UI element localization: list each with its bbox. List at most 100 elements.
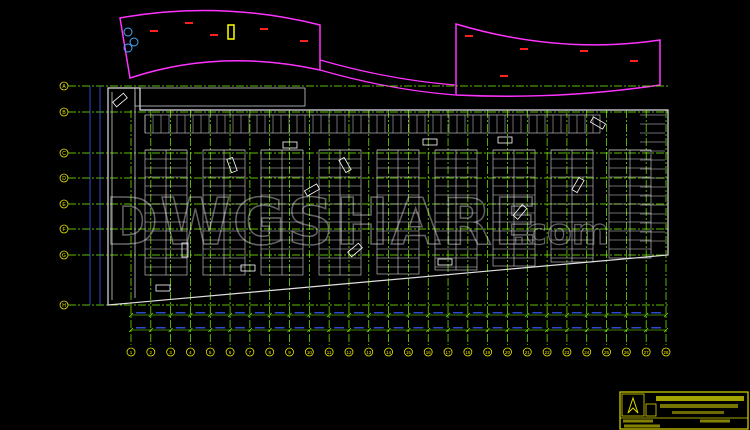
dimension-tick (168, 312, 173, 318)
dimension-text (334, 327, 344, 329)
dimension-tick (307, 327, 312, 333)
row-axis-label: D (62, 176, 66, 182)
column-axis-label: 15 (406, 350, 412, 355)
car-symbol (422, 138, 438, 146)
right-building-outline (455, 22, 661, 97)
dimension-tick (544, 312, 550, 318)
dimension-text (334, 312, 344, 314)
red-element (300, 40, 308, 42)
car-symbol (282, 141, 298, 149)
column-axis-bubble (463, 347, 473, 357)
column-axis-bubble (404, 347, 413, 357)
structural-grid (68, 85, 668, 345)
row-axis-label: B (62, 110, 66, 116)
car-symbol (437, 258, 453, 266)
column-axis-bubble (503, 347, 512, 357)
dimension-tick (247, 312, 253, 318)
row-axis-bubble (59, 300, 69, 310)
dimension-text (155, 327, 166, 329)
north-arrow-icon (627, 396, 639, 414)
row-axis-bubble (59, 173, 69, 183)
column-axis-label: 25 (604, 350, 610, 355)
column-axis-bubble (245, 347, 255, 357)
dimension-text (512, 312, 523, 314)
watermark: DWGSHARE .com (104, 185, 610, 261)
row-axis-label: H (62, 303, 66, 309)
dimension-text (155, 312, 166, 314)
dimension-tick (624, 327, 629, 333)
column-axis-label: 2 (150, 350, 153, 355)
red-element (260, 28, 268, 30)
column-axis-bubble (562, 347, 572, 357)
dimension-text (651, 312, 661, 314)
red-element (630, 60, 638, 62)
dimension-tick (346, 312, 352, 318)
column-axis-label: 17 (446, 350, 452, 355)
car-symbol (338, 156, 352, 174)
column-axis-label: 20 (505, 350, 511, 355)
red-element (500, 75, 508, 77)
equipment-symbol (227, 24, 235, 40)
column-axis-label: 26 (624, 350, 630, 355)
tank-symbol (123, 27, 133, 37)
dimension-text (215, 312, 226, 314)
column-axis-label: 23 (564, 350, 570, 355)
upper-buildings (119, 9, 661, 97)
dimension-tick (445, 312, 451, 318)
column-axis-bubble (443, 347, 453, 357)
column-axis-label: 21 (525, 350, 531, 355)
dimension-tick (227, 312, 233, 318)
dimension-text (294, 327, 305, 329)
dimension-tick (208, 327, 213, 333)
column-axis-bubble (621, 347, 631, 357)
column-axis-bubble (423, 347, 433, 357)
dimension-text (314, 327, 325, 329)
column-axis-label: 16 (426, 350, 432, 355)
dimension-tick (366, 327, 371, 333)
row-axis-bubble (59, 107, 69, 117)
dimension-text (274, 327, 285, 329)
dimension-tick (584, 312, 589, 318)
dimension-text (611, 312, 622, 314)
watermark-suffix: .com (512, 212, 609, 253)
dimension-text (195, 327, 206, 329)
dimension-text (393, 312, 404, 314)
column-axis-label: 22 (545, 350, 551, 355)
column-axis-bubble (265, 347, 275, 357)
dimension-text (413, 327, 424, 329)
dimension-text (552, 312, 562, 314)
dimension-text (631, 327, 642, 329)
dimension-tick (604, 312, 609, 318)
row-axis-bubble (59, 250, 69, 260)
row-axis-label: G (62, 253, 66, 259)
dimension-tick (267, 312, 272, 318)
dimension-tick (346, 327, 352, 333)
column-axis-bubble (324, 347, 334, 357)
dimension-text (195, 312, 206, 314)
dimension-tick (227, 327, 233, 333)
column-axis-label: 10 (307, 350, 313, 355)
parking-stalls (112, 92, 665, 292)
dimension-text (254, 327, 265, 329)
column-axis-label: 1 (130, 350, 133, 355)
dimension-text (433, 327, 444, 329)
column-axis-bubble (542, 347, 552, 357)
dimension-tick (406, 312, 411, 318)
dimension-lines (89, 86, 669, 333)
dimension-tick (604, 327, 609, 333)
red-element (520, 48, 528, 50)
car-symbol (497, 136, 513, 144)
dimension-text (532, 327, 543, 329)
dimension-tick (386, 327, 391, 333)
column-axis-label: 8 (268, 350, 271, 355)
car-symbol (347, 242, 363, 258)
top-stall-row (144, 114, 601, 134)
dimension-tick (564, 327, 570, 333)
red-element (210, 34, 218, 36)
row-axis-label: F (62, 227, 65, 233)
dimension-text (235, 327, 245, 329)
dimension-tick (465, 327, 471, 333)
column-axis-bubble (225, 347, 235, 357)
column-axis-bubble (522, 347, 532, 357)
